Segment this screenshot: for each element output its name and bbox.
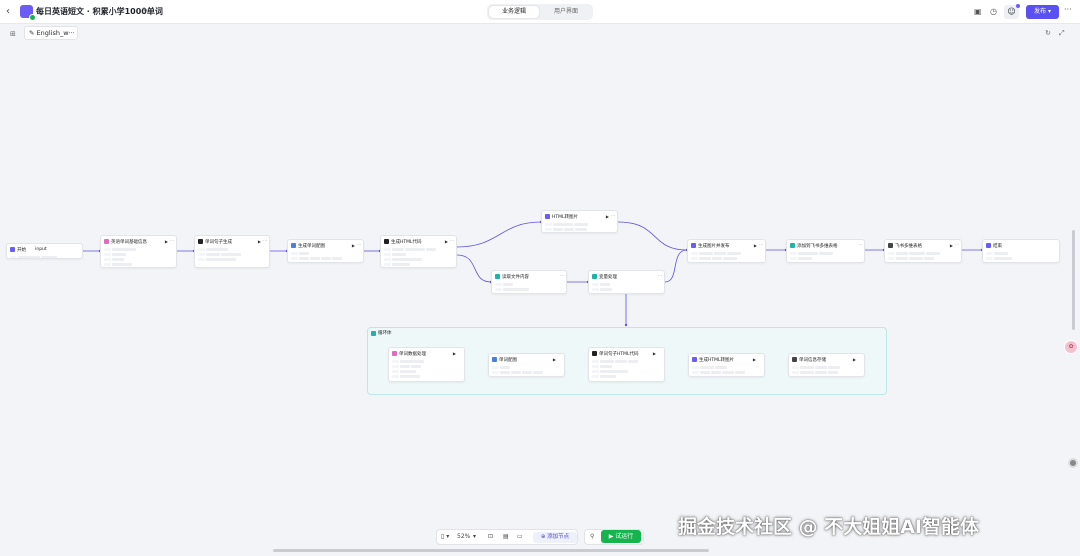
plugin-icon <box>692 357 697 362</box>
run-icon[interactable]: ▶ <box>444 239 448 244</box>
watermark: 掘金技术社区 @ 不大姐姐AI智能体 <box>678 516 980 538</box>
run-icon[interactable]: ▶ <box>552 357 556 362</box>
collaborators-icon[interactable]: ☺ <box>1004 4 1020 19</box>
run-icon[interactable]: ▶ <box>852 357 856 362</box>
check-badge-icon <box>29 14 36 21</box>
end-icon <box>986 243 991 248</box>
node-start[interactable]: 开始 input <box>6 243 83 259</box>
loop-icon <box>371 330 376 336</box>
plugin-icon <box>691 243 696 248</box>
code-icon <box>104 239 109 244</box>
node-read-file[interactable]: 读取文件内容 ··· <box>491 270 567 294</box>
edit-icon[interactable]: ✎ <box>142 6 149 15</box>
layout-icon[interactable]: ▤ <box>503 533 509 540</box>
chevron-left-icon[interactable]: ‹ <box>6 6 10 17</box>
history-icon[interactable]: ◷ <box>990 7 997 16</box>
plugin-icon <box>545 214 550 219</box>
zoom-level[interactable]: 52% <box>457 533 471 540</box>
image-icon <box>291 243 296 248</box>
table-icon <box>792 357 797 362</box>
view-tabs: 业务逻辑 用户界面 <box>487 4 593 20</box>
node-feishu-table[interactable]: 飞书多维表格 ▶··· <box>884 239 962 263</box>
more-icon[interactable]: ··· <box>611 213 615 218</box>
horizontal-scrollbar[interactable] <box>273 549 709 552</box>
publish-button[interactable]: 发布 ▾ <box>1026 5 1059 19</box>
node-feishu-add[interactable]: 添加到飞书多维表格 ··· <box>786 239 865 263</box>
node-sentence-gen[interactable]: 单词句子生成 ▶··· <box>194 235 270 268</box>
variable-icon <box>592 274 597 279</box>
node-variable[interactable]: 变量处理 ··· <box>588 270 665 294</box>
tab-user-interface[interactable]: 用户界面 <box>553 8 578 15</box>
run-icon[interactable]: ▶ <box>753 243 757 248</box>
mouse-mode-icon[interactable]: ▯ ▾ <box>441 533 450 540</box>
run-icon[interactable]: ▶ <box>351 243 355 248</box>
more-icon[interactable]: ··· <box>658 273 662 278</box>
top-bar: ‹ 每日英语短文 · 积累小学1000单词 ✎ 业务逻辑 用户界面 ▣ ◷ ☺ … <box>0 0 1080 24</box>
file-icon <box>495 274 500 279</box>
start-icon <box>10 247 15 252</box>
sidebar-toggle-icon[interactable]: ⊞ <box>10 30 16 38</box>
node-html-code[interactable]: 生成HTML代码 ▶··· <box>380 235 457 268</box>
code-icon <box>392 351 397 356</box>
chevron-down-icon[interactable]: ▾ <box>473 533 477 540</box>
workflow-selector[interactable]: ✎ English_w··· <box>24 26 78 40</box>
more-icon[interactable]: ··· <box>955 242 959 247</box>
more-icon[interactable]: ··· <box>560 273 564 278</box>
assistant-icon[interactable]: ✿ <box>1064 340 1078 354</box>
minimap-icon[interactable]: ⊡ <box>488 533 494 540</box>
comment-icon[interactable]: ▭ <box>517 533 523 540</box>
briefcase-icon[interactable]: ▣ <box>974 7 982 16</box>
node-loop-word-store[interactable]: 单词信息存储 ▶ <box>788 353 865 377</box>
tab-business-logic[interactable]: 业务逻辑 <box>489 6 539 18</box>
table-icon <box>888 243 893 248</box>
debug-icon[interactable]: ⚲ <box>590 533 595 540</box>
app-avatar-icon <box>20 5 36 21</box>
more-icon[interactable]: ··· <box>357 242 361 247</box>
run-icon[interactable]: ▶ <box>257 239 261 244</box>
refresh-icon[interactable]: ↻ <box>1045 29 1051 37</box>
node-loop-html-code[interactable]: 单词句子HTML代码 ▶ <box>588 347 665 382</box>
node-loop-html-to-image[interactable]: 生成HTML转图片 ▶ <box>688 353 765 377</box>
node-loop-word-image[interactable]: 单词配图 ▶ <box>488 353 565 377</box>
run-icon[interactable]: ▶ <box>652 351 656 356</box>
llm-icon <box>592 351 597 356</box>
run-icon[interactable]: ▶ <box>605 214 609 219</box>
app-title: 每日英语短文 · 积累小学1000单词 <box>36 7 163 16</box>
more-icon[interactable]: ··· <box>858 242 862 247</box>
node-loop-word-data[interactable]: 单词数据处理 ▶ <box>388 347 465 382</box>
node-word-image[interactable]: 生成单词配图 ▶··· <box>287 239 364 263</box>
node-end[interactable]: 结束 <box>982 239 1060 263</box>
run-icon[interactable]: ▶ <box>752 357 756 362</box>
more-icon[interactable]: ··· <box>170 238 174 243</box>
fullscreen-icon[interactable]: ⤢ <box>1059 29 1065 37</box>
test-run-button[interactable]: ▶ 试运行 <box>601 530 641 543</box>
image-icon <box>492 357 497 362</box>
add-node-button[interactable]: ⊕ 添加节点 <box>533 532 577 543</box>
more-icon[interactable]: ··· <box>1064 5 1072 14</box>
node-publish-image[interactable]: 生成图片并发布 ▶··· <box>687 239 766 263</box>
help-icon[interactable] <box>1068 458 1078 468</box>
more-icon[interactable]: ··· <box>450 238 454 243</box>
table-icon <box>790 243 795 248</box>
node-word-info[interactable]: 英语单词基础信息 ▶··· <box>100 235 177 268</box>
llm-icon <box>384 239 389 244</box>
vertical-scrollbar[interactable] <box>1072 230 1075 330</box>
more-icon[interactable]: ··· <box>263 238 267 243</box>
run-icon[interactable]: ▶ <box>452 351 456 356</box>
canvas-toolbar: ▯ ▾ 52% ▾ ⊡ ▤ ▭ ⊕ 添加节点 <box>436 529 578 545</box>
run-icon[interactable]: ▶ <box>164 239 168 244</box>
run-icon[interactable]: ▶ <box>949 243 953 248</box>
more-icon[interactable]: ··· <box>759 242 763 247</box>
node-html-to-image[interactable]: HTML转图片 ▶··· <box>541 210 618 233</box>
llm-icon <box>198 239 203 244</box>
